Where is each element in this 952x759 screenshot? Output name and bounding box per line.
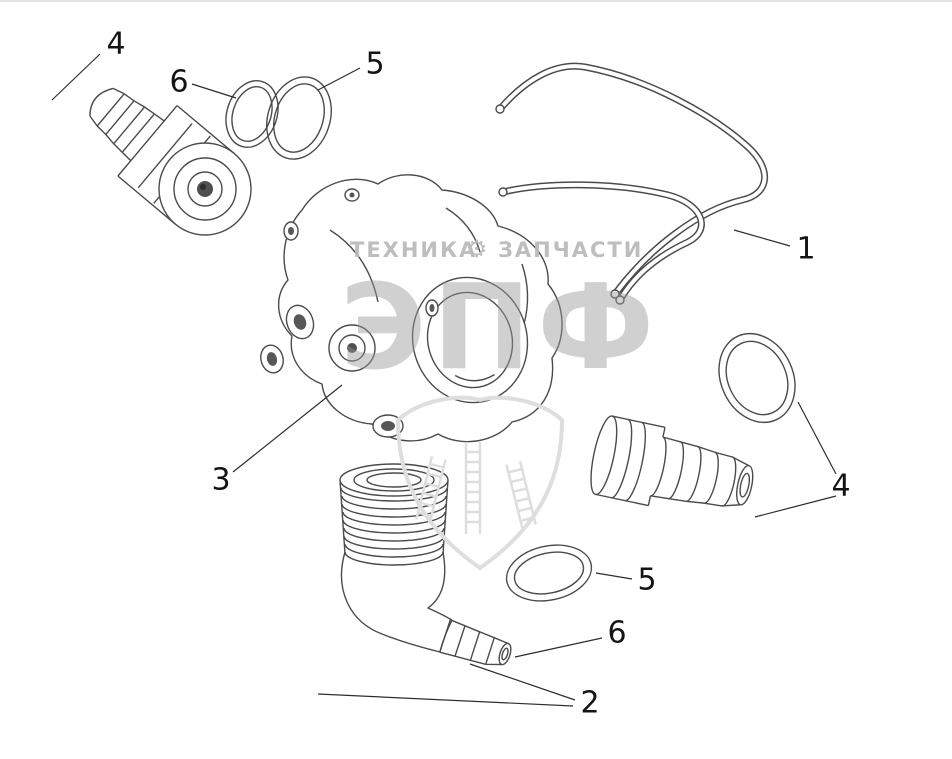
- shield-track-left: [415, 455, 447, 524]
- hose-barb-fitting-right: [590, 415, 754, 507]
- callout-6-bottom: 6: [607, 615, 627, 651]
- o-ring-large-top: [266, 76, 332, 160]
- callout-4-top-left: 4: [106, 26, 126, 62]
- watermark-brand-left: ТЕХНИКА: [350, 238, 478, 262]
- callout-3-left: 3: [211, 462, 231, 498]
- o-ring-small-top: [225, 80, 279, 148]
- valve-body: [260, 174, 563, 443]
- o-ring-bottom: [505, 544, 593, 602]
- callout-5-bottom: 5: [637, 562, 657, 598]
- callout-1-right: 1: [796, 231, 816, 267]
- quick-coupler-fitting: [89, 87, 252, 236]
- retaining-clip-outer: [495, 62, 768, 299]
- callout-2-bottom: 2: [580, 685, 600, 721]
- shield-track-center: [464, 442, 482, 534]
- retaining-clip-inner: [498, 181, 705, 305]
- o-ring-right: [718, 332, 796, 424]
- callout-6-top: 6: [169, 64, 189, 100]
- callout-4-right: 4: [831, 468, 851, 504]
- elbow-fitting: [339, 463, 512, 666]
- shield-track-right: [505, 460, 537, 529]
- watermark-shield: [395, 395, 565, 571]
- watermark-logo-text: ЭПФ: [339, 258, 661, 396]
- watermark-brand-right: ЗАПЧАСТИ: [498, 238, 644, 262]
- gear-icon: ⚙: [466, 235, 488, 263]
- leader-lines: [51, 53, 837, 707]
- callout-5-top: 5: [365, 46, 385, 82]
